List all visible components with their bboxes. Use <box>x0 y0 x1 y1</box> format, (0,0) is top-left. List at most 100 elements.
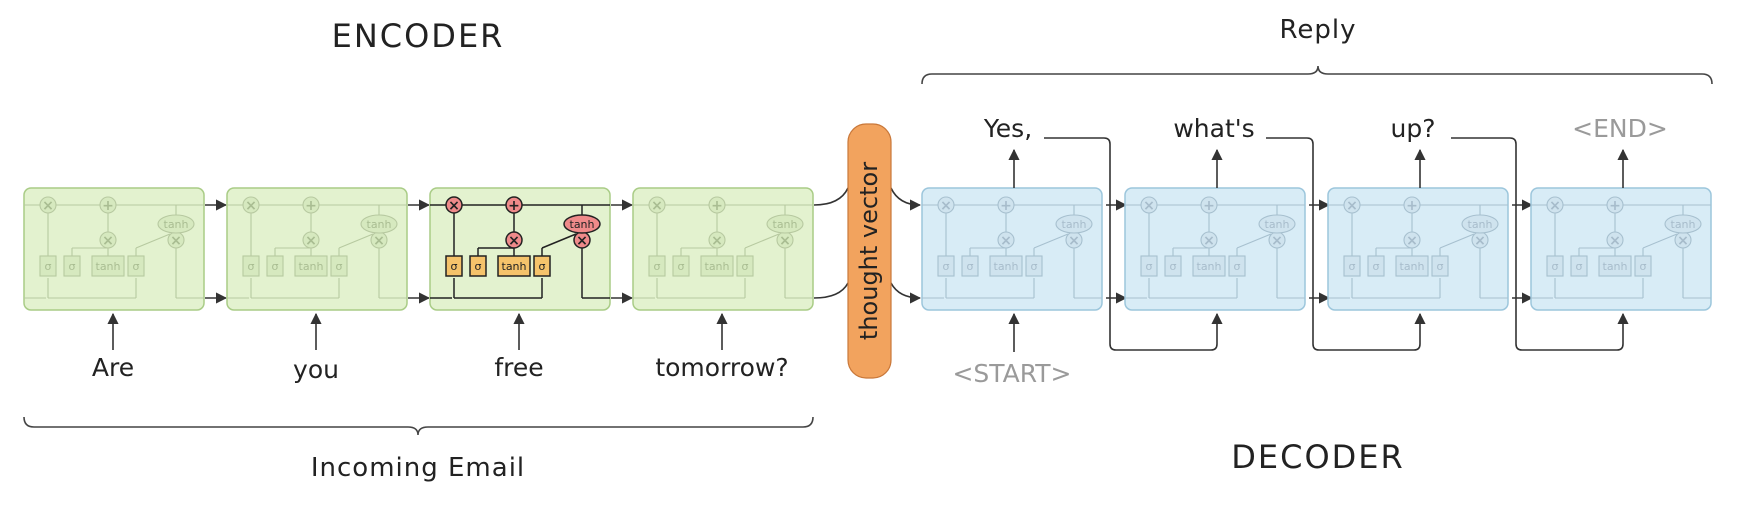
tanh-op <box>766 214 804 234</box>
svg-text:σ: σ <box>943 260 950 273</box>
tanh-op <box>1055 214 1093 234</box>
gate-box <box>1140 255 1158 277</box>
pointwise-op <box>1343 196 1361 214</box>
pointwise-op <box>445 196 463 214</box>
gate-box <box>63 255 81 277</box>
pointwise-op <box>708 231 726 249</box>
svg-text:σ: σ <box>742 260 749 273</box>
svg-text:×: × <box>779 233 791 249</box>
encoder-input-word: free <box>494 353 543 382</box>
pointwise-op <box>39 196 57 214</box>
svg-text:tanh: tanh <box>773 218 798 231</box>
pointwise-op <box>242 196 260 214</box>
thought-vector: thought vector <box>847 123 892 379</box>
svg-text:×: × <box>576 233 588 249</box>
svg-text:σ: σ <box>45 260 52 273</box>
decoder-title: DECODER <box>1231 438 1404 476</box>
pointwise-op <box>302 231 320 249</box>
svg-text:×: × <box>1609 233 1621 249</box>
encoder-input-word: tomorrow? <box>655 353 788 382</box>
svg-text:σ: σ <box>1437 260 1444 273</box>
gate-box <box>1343 255 1361 277</box>
gate-box <box>1431 255 1449 277</box>
decoder-output-word: what's <box>1173 114 1254 143</box>
svg-text:σ: σ <box>336 260 343 273</box>
svg-text:×: × <box>305 233 317 249</box>
feedback-loops <box>1044 137 1629 351</box>
gate-box <box>91 255 125 277</box>
svg-text:σ: σ <box>1170 260 1177 273</box>
svg-text:×: × <box>508 233 520 249</box>
gate-box <box>445 255 463 277</box>
pointwise-op <box>937 196 955 214</box>
svg-text:σ: σ <box>1576 260 1583 273</box>
gate-box <box>989 255 1023 277</box>
pointwise-op <box>1200 231 1218 249</box>
tanh-op <box>1664 214 1702 234</box>
gate-box <box>294 255 328 277</box>
svg-text:σ: σ <box>539 260 546 273</box>
gate-box <box>1164 255 1182 277</box>
tanh-op <box>1258 214 1296 234</box>
svg-text:tanh: tanh <box>1468 218 1493 231</box>
tanh-op <box>1461 214 1499 234</box>
svg-text:σ: σ <box>475 260 482 273</box>
svg-text:tanh: tanh <box>570 218 595 231</box>
svg-text:+: + <box>1000 198 1012 214</box>
svg-text:tanh: tanh <box>1400 260 1425 273</box>
svg-text:tanh: tanh <box>705 260 730 273</box>
svg-text:+: + <box>1203 198 1215 214</box>
gate-box <box>469 255 487 277</box>
gate-box <box>700 255 734 277</box>
svg-text:tanh: tanh <box>1603 260 1628 273</box>
svg-text:σ: σ <box>272 260 279 273</box>
svg-text:σ: σ <box>1234 260 1241 273</box>
tanh-op <box>360 214 398 234</box>
pointwise-op <box>505 231 523 249</box>
pointwise-op <box>1606 196 1624 214</box>
svg-text:+: + <box>711 198 723 214</box>
svg-text:×: × <box>1677 233 1689 249</box>
svg-text:tanh: tanh <box>994 260 1019 273</box>
svg-text:×: × <box>940 198 952 214</box>
encoder-input-word: you <box>293 355 339 384</box>
svg-text:×: × <box>1406 233 1418 249</box>
tanh-op <box>157 214 195 234</box>
encoder-title: ENCODER <box>332 17 505 55</box>
gate-box <box>1367 255 1385 277</box>
pointwise-op <box>648 196 666 214</box>
svg-text:σ: σ <box>654 260 661 273</box>
svg-text:+: + <box>102 198 114 214</box>
pointwise-op <box>1140 196 1158 214</box>
reply-brace <box>921 65 1713 85</box>
pointwise-op <box>1546 196 1564 214</box>
encoder-input-arrows <box>107 312 728 350</box>
svg-text:×: × <box>1346 198 1358 214</box>
svg-text:tanh: tanh <box>367 218 392 231</box>
incoming-email-brace <box>23 416 814 436</box>
pointwise-op <box>302 196 320 214</box>
svg-text:σ: σ <box>1640 260 1647 273</box>
svg-text:tanh: tanh <box>502 260 527 273</box>
svg-text:tanh: tanh <box>96 260 121 273</box>
svg-text:σ: σ <box>1031 260 1038 273</box>
encoder-input-word: Are <box>92 353 134 382</box>
pointwise-op <box>99 196 117 214</box>
gate-box <box>1570 255 1588 277</box>
decoder-end-token: <END> <box>1572 114 1668 143</box>
svg-text:×: × <box>1549 198 1561 214</box>
pointwise-op <box>708 196 726 214</box>
pointwise-op <box>997 196 1015 214</box>
gate-box <box>648 255 666 277</box>
gate-box <box>1192 255 1226 277</box>
gate-box <box>1598 255 1632 277</box>
